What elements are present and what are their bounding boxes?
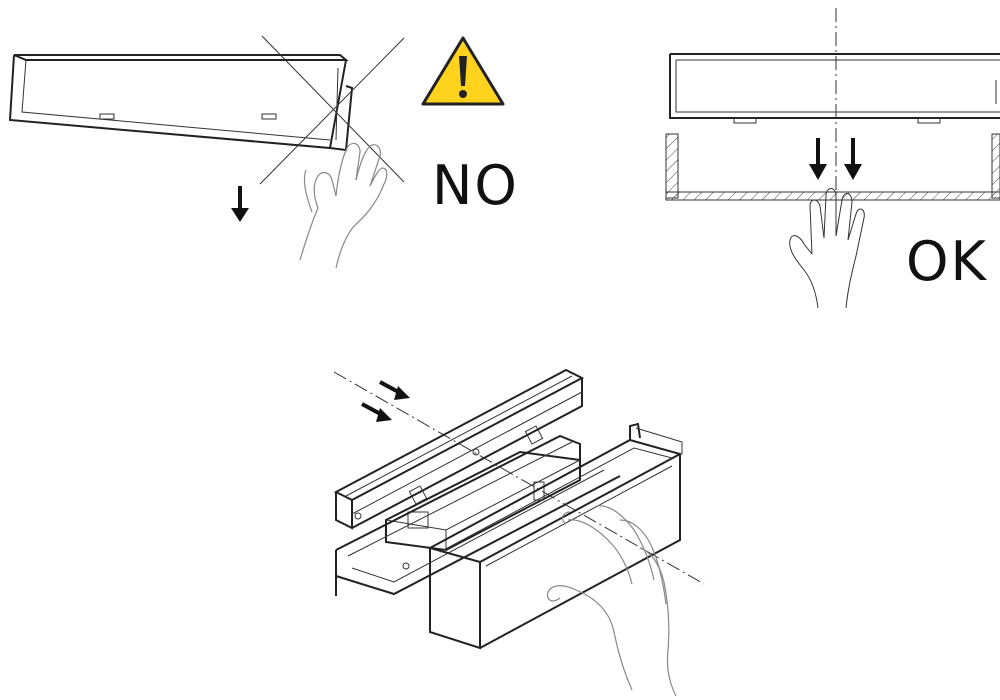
right-label: OK — [906, 230, 988, 293]
tilted-cover — [8, 54, 354, 152]
hand-illustration — [299, 142, 388, 269]
upper-rail-profile — [333, 368, 585, 530]
insertion-arrow-icon — [361, 402, 392, 422]
cover-piece — [427, 422, 683, 650]
down-arrow-icon — [809, 138, 827, 180]
wrong-label: NO — [432, 154, 519, 217]
warning-triangle-icon — [421, 36, 505, 106]
hand-illustration — [547, 505, 677, 697]
correct-method-panel: OK — [665, 8, 1000, 309]
down-arrow-icon — [231, 186, 249, 222]
cover-profile — [669, 53, 1000, 124]
assembly-illustration — [333, 368, 705, 697]
insertion-arrow-icon — [379, 380, 410, 400]
cross-out-mark — [259, 35, 405, 185]
hatched-channel — [665, 133, 1000, 201]
lower-channel-profile — [335, 434, 621, 596]
wrong-method-panel: NO — [8, 35, 519, 269]
down-arrow-icon — [844, 138, 862, 180]
hand-illustration — [789, 188, 865, 309]
